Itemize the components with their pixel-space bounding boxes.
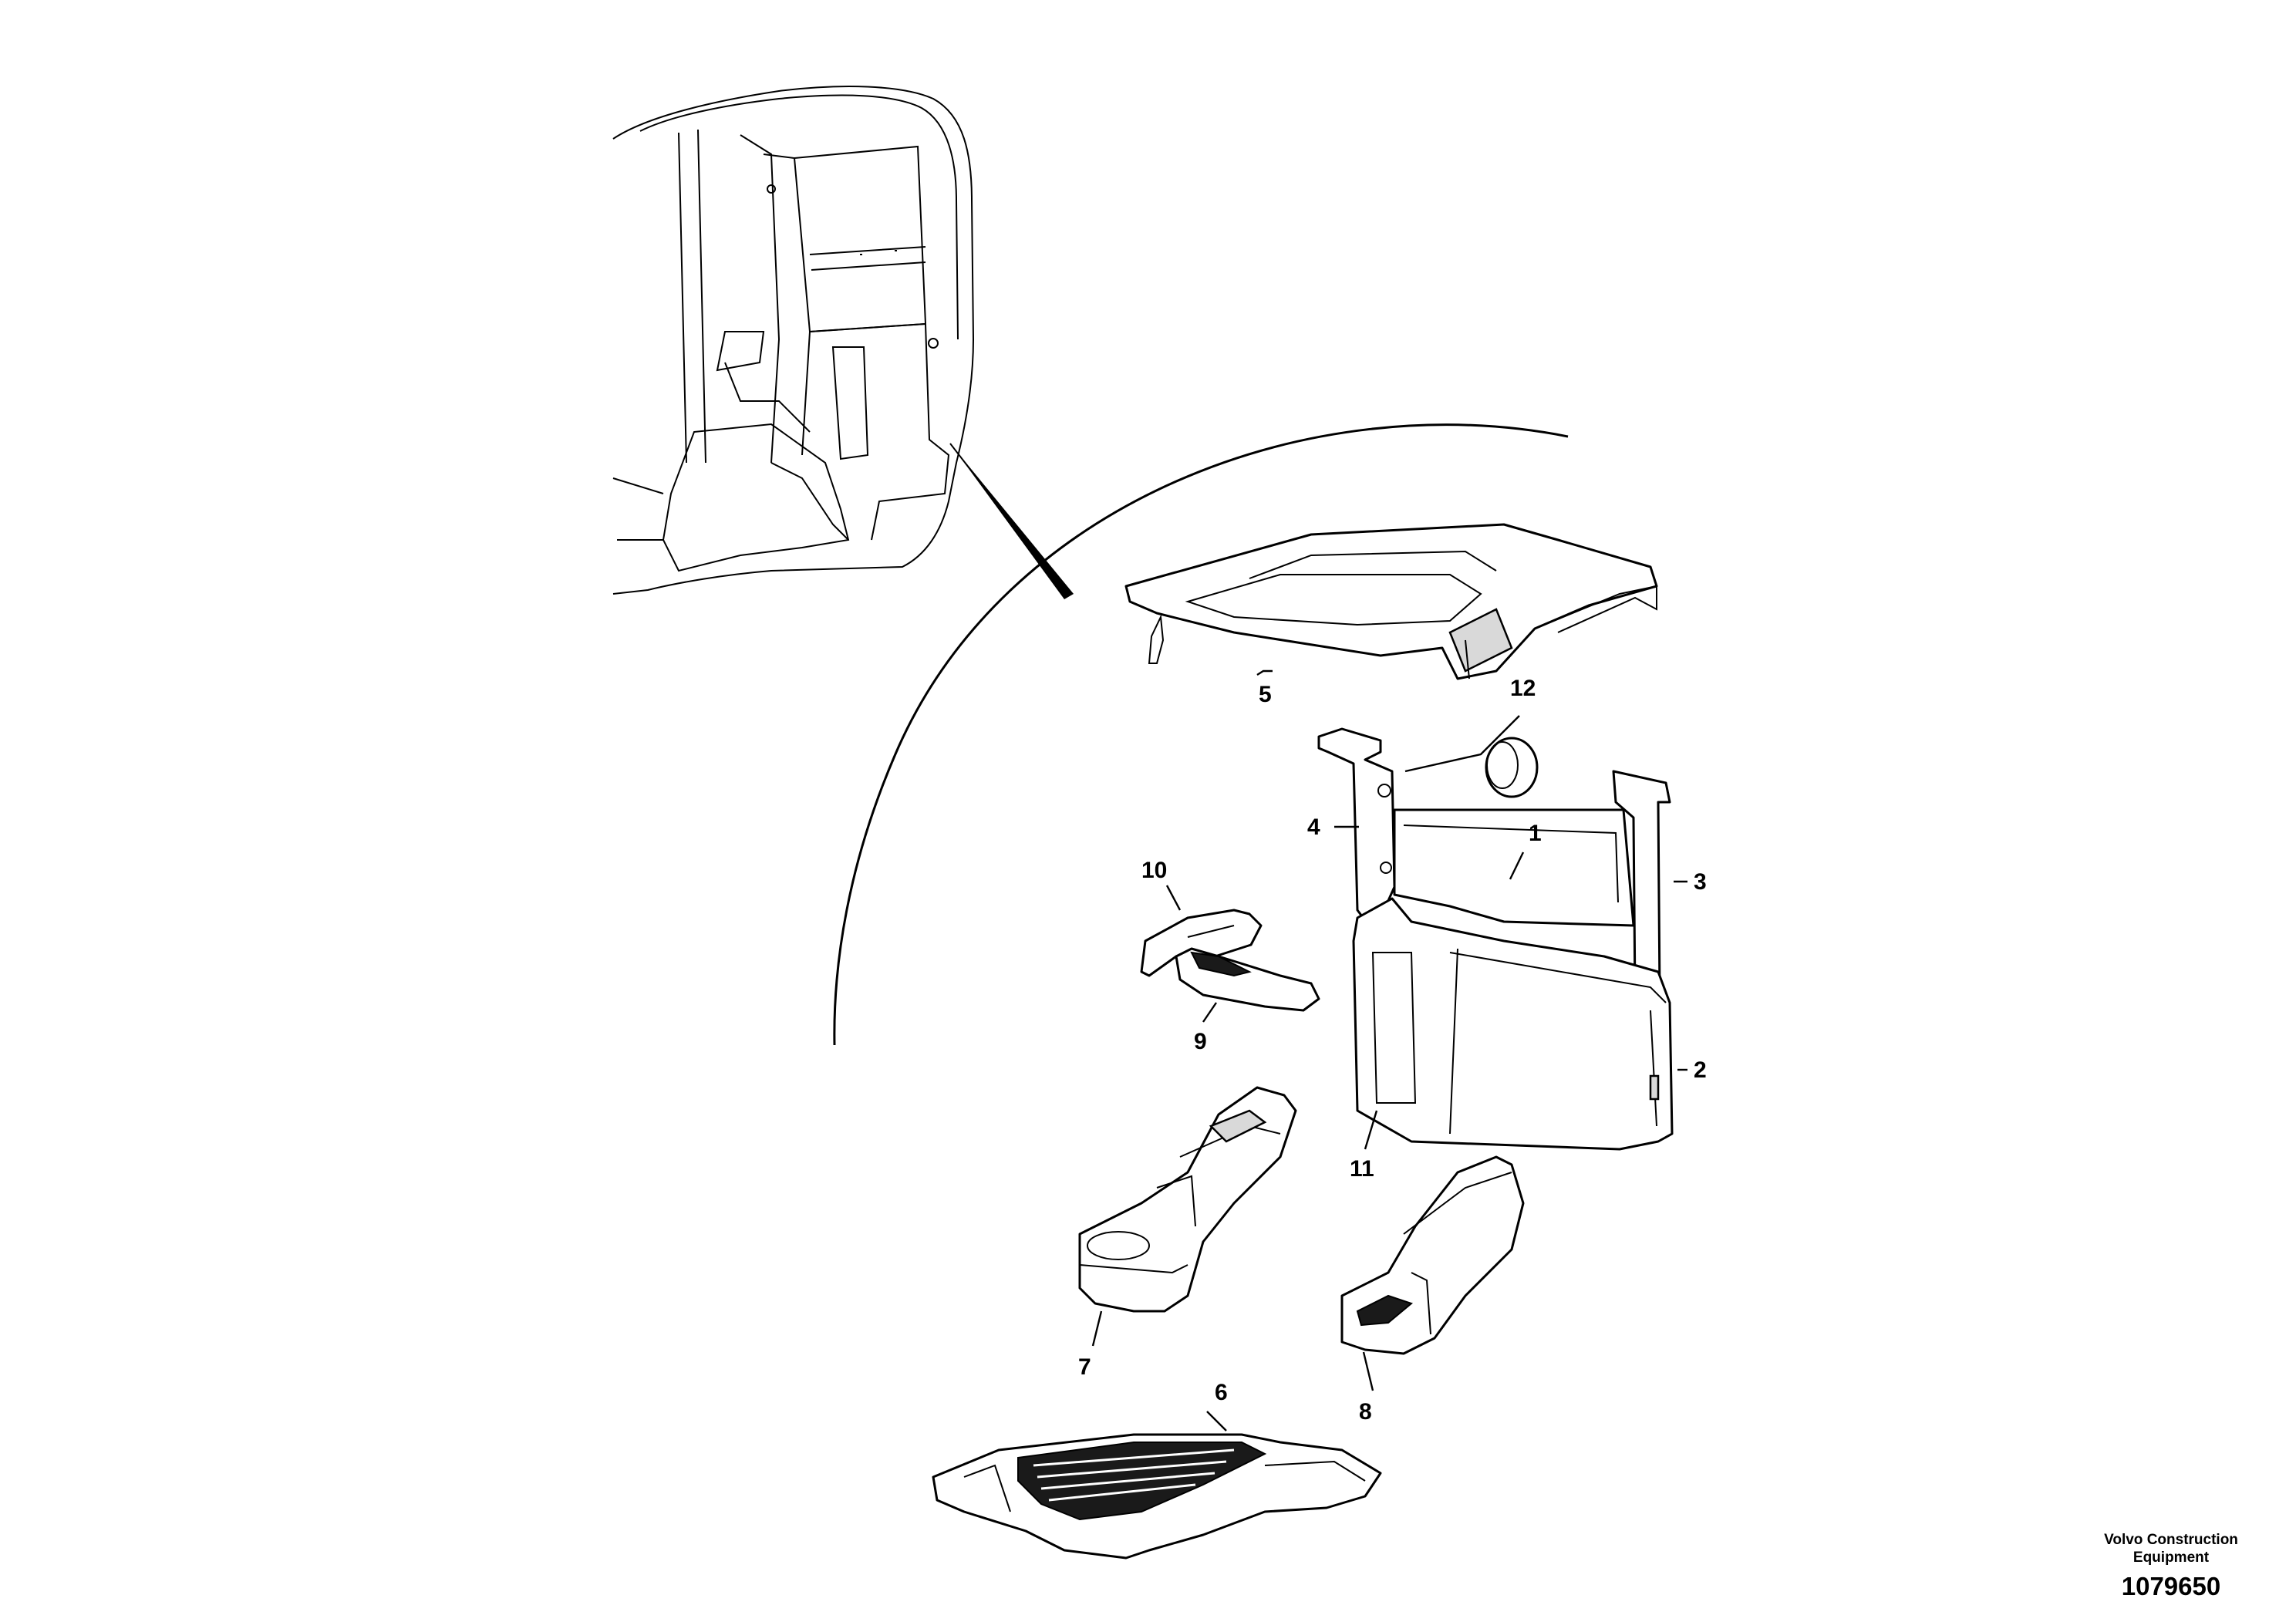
- leader-lines: [1091, 669, 1687, 1431]
- detail-arc: [833, 423, 1569, 1046]
- callout-3: 3: [1694, 869, 1707, 895]
- company-name: Volvo Construction Equipment: [2104, 1532, 2238, 1566]
- callout-6: 6: [1215, 1380, 1228, 1405]
- part-6-floor-mat: [932, 1433, 1382, 1560]
- part-5-roof-panel: [1124, 523, 1658, 680]
- part-8-right-console: [1340, 1155, 1525, 1355]
- part-12-cap: [1485, 737, 1539, 798]
- cab-overview: [612, 86, 975, 595]
- callout-5: 5: [1259, 682, 1272, 707]
- callout-10: 10: [1141, 858, 1167, 883]
- callout-1: 1: [1529, 821, 1542, 846]
- part-10-handle-base: [1140, 909, 1263, 977]
- callout-8: 8: [1359, 1399, 1372, 1425]
- reference-number: 1079650: [2121, 1572, 2221, 1600]
- part-1-rear-panel: [1393, 808, 1635, 927]
- callout-labels: 1 2 3 4 5 6 7 8 9 10 11 12: [1078, 676, 1707, 1425]
- callout-11: 11: [1350, 1156, 1374, 1182]
- callout-4: 4: [1307, 814, 1320, 840]
- callout-12: 12: [1510, 676, 1536, 701]
- part-2-lower-panel: [1352, 897, 1674, 1151]
- part-7-left-console: [1078, 1086, 1297, 1313]
- part-9-handle-grip: [1175, 947, 1320, 1012]
- callout-2: 2: [1694, 1057, 1707, 1083]
- callout-7: 7: [1078, 1354, 1091, 1380]
- callout-9: 9: [1194, 1029, 1207, 1054]
